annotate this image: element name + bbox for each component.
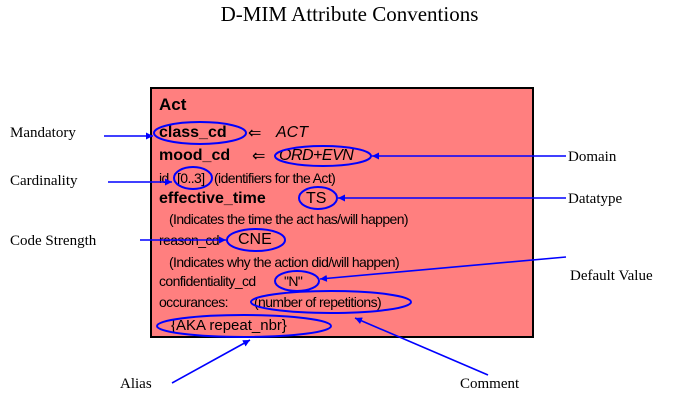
arrow-comment — [354, 317, 489, 376]
ellipse-class-cd — [153, 121, 247, 145]
attr-effective-time: effective_time — [159, 190, 266, 207]
reason-cd-note: (Indicates why the action did/will happe… — [169, 254, 400, 270]
ellipse-mood-cd-value — [274, 145, 372, 167]
label-alias: Alias — [120, 376, 152, 392]
confidentiality-default: "N" — [284, 273, 303, 289]
label-mandatory: Mandatory — [10, 125, 76, 141]
id-cardinality: [0..3] — [177, 170, 205, 186]
attr-occurances: occurances: — [159, 294, 228, 310]
attr-class-cd: class_cd — [159, 124, 227, 141]
effective-time-note: (Indicates the time the act has/will hap… — [169, 211, 409, 227]
attr-confidentiality-cd: confidentiality_cd — [159, 273, 256, 289]
label-datatype: Datatype — [568, 191, 623, 207]
occurances-comment: (number of repetitions) — [254, 294, 382, 310]
mood-cd-value: ORD+EVN — [279, 147, 354, 164]
reason-cd-strength: CNE — [238, 231, 272, 248]
ellipse-alias — [156, 314, 332, 338]
arrow-default-value — [319, 256, 567, 282]
class-cd-operator: ⇐ — [248, 125, 262, 142]
label-cardinality: Cardinality — [10, 173, 78, 189]
label-domain: Domain — [568, 149, 617, 165]
act-class-name: Act — [159, 95, 187, 114]
attr-mood-cd: mood_cd — [159, 147, 231, 164]
ellipse-effective-time-datatype — [298, 186, 338, 210]
label-code-strength: Code Strength — [10, 233, 97, 249]
mood-cd-operator: ⇐ — [252, 148, 266, 165]
ellipse-id-cardinality — [173, 166, 213, 190]
ellipse-occurances-comment — [250, 290, 412, 314]
attr-id: id — [159, 170, 169, 186]
arrow-alias — [171, 339, 251, 384]
ellipse-reason-cd-strength — [226, 228, 286, 252]
label-default-value: Default Value — [570, 268, 653, 284]
act-class-box — [150, 87, 534, 338]
diagram-title: D-MIM Attribute Conventions — [220, 2, 479, 26]
effective-time-datatype: TS — [306, 190, 327, 207]
label-comment: Comment — [460, 376, 520, 392]
class-cd-value: ACT — [276, 124, 308, 141]
ellipse-confidentiality-default — [274, 270, 320, 292]
alias-text: {AKA repeat_nbr} — [171, 317, 287, 334]
id-comment: (identifiers for the Act) — [214, 170, 336, 186]
